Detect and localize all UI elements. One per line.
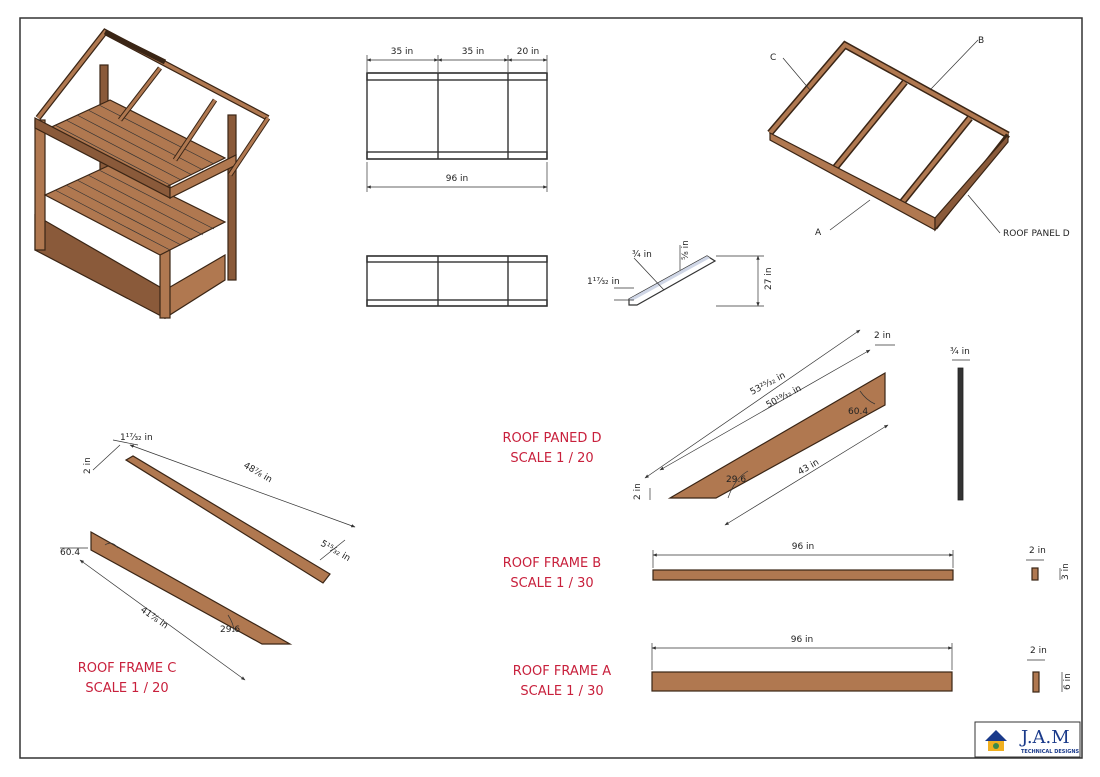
section-dim-top: ¾ in	[632, 250, 652, 260]
front-dim-2: 35 in	[462, 47, 485, 57]
panel-d-angle-1: 29.6	[726, 475, 746, 485]
frame-b-dim-width: 2 in	[1029, 546, 1046, 556]
callout-b: B	[978, 36, 984, 46]
front-dim-1: 35 in	[391, 47, 414, 57]
frame-c-angle-1: 60.4	[60, 548, 80, 558]
roof-frame-a: 96 in 2 in 6 in ROOF FRAME A SCALE 1 / 3…	[513, 635, 1073, 699]
frame-a-dim-height: 6 in	[1063, 673, 1073, 690]
frame-c-angle-2: 29.6	[220, 625, 240, 635]
frame-b-label-line1: ROOF FRAME B	[503, 556, 601, 571]
frame-c-dim-top-small: 1¹⁷⁄₃₂ in	[120, 433, 153, 443]
bunk-bed-isometric	[34, 28, 271, 320]
panel-d-angle-2: 60.4	[848, 407, 868, 417]
callout-a: A	[815, 228, 822, 238]
front-dim-3: 20 in	[517, 47, 540, 57]
logo-box: J.A.M TECHNICAL DESIGNS	[974, 721, 1081, 758]
frame-c-label-line1: ROOF FRAME C	[78, 661, 177, 676]
frame-c-dim-left: 2 in	[83, 457, 93, 474]
section-dim-left: 1¹⁷⁄₃₂ in	[587, 277, 620, 287]
top-view	[366, 255, 548, 307]
panel-d-label-line1: ROOF PANED D	[502, 431, 601, 446]
frame-a-label-line2: SCALE 1 / 30	[520, 684, 603, 699]
frame-c-label-line2: SCALE 1 / 20	[85, 681, 168, 696]
logo-house-icon	[985, 730, 1007, 751]
frame-b-dim-length: 96 in	[792, 542, 815, 552]
logo-title: J.A.M	[1019, 727, 1070, 748]
panel-d-side-thickness: ¾ in	[950, 347, 970, 357]
roof-frame-c: 1¹⁷⁄₃₂ in 2 in 48⅞ in 5¹⁵⁄₃₂ in 41⅞ in 6…	[60, 433, 356, 696]
callout-c: C	[770, 53, 776, 63]
frame-b-label-line2: SCALE 1 / 30	[510, 576, 593, 591]
panel-d-dim-top: 2 in	[874, 331, 891, 341]
section-dim-side: ⅝ in	[681, 240, 691, 260]
section-view: ¾ in ⅝ in 1¹⁷⁄₃₂ in 27 in	[587, 240, 774, 307]
front-dim-total: 96 in	[446, 174, 469, 184]
logo-subtitle: TECHNICAL DESIGNS	[1021, 749, 1080, 755]
front-view: 35 in 35 in 20 in 96 in	[366, 47, 548, 192]
frame-a-label-line1: ROOF FRAME A	[513, 664, 612, 679]
panel-d-label-line2: SCALE 1 / 20	[510, 451, 593, 466]
frame-b-dim-height: 3 in	[1061, 563, 1071, 580]
panel-d-dim-left: 2 in	[633, 483, 643, 500]
callout-d: ROOF PANEL D	[1003, 229, 1070, 239]
frame-a-dim-length: 96 in	[791, 635, 814, 645]
roof-assembly-isometric: C B A ROOF PANEL D	[767, 36, 1070, 239]
frame-a-dim-width: 2 in	[1030, 646, 1047, 656]
section-dim-height: 27 in	[764, 267, 774, 290]
roof-frame-b: 96 in 2 in 3 in ROOF FRAME B SCALE 1 / 3…	[503, 542, 1071, 591]
